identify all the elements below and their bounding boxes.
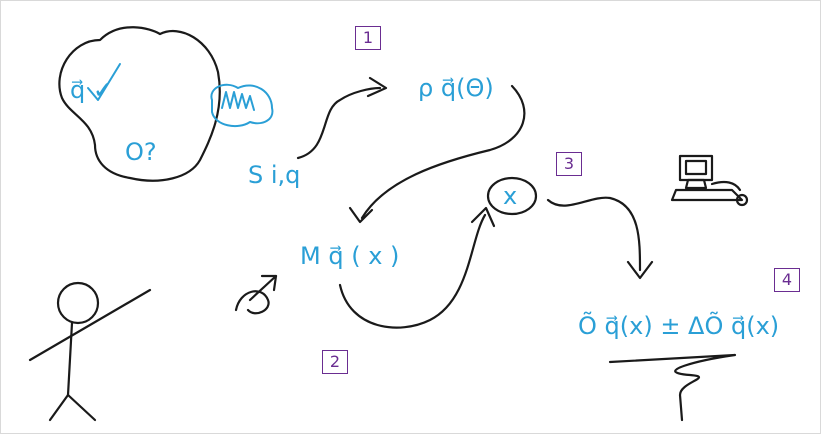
arrowhead-3 bbox=[470, 206, 496, 228]
step-number-1: 1 bbox=[362, 28, 374, 47]
checkmark-icon bbox=[87, 63, 121, 101]
computer-icon bbox=[670, 154, 749, 207]
blob-wave-lines bbox=[221, 91, 255, 111]
step-box-2: 2 bbox=[322, 350, 348, 374]
measure-label: M q⃗ ( x ) bbox=[300, 242, 399, 270]
blob-mark-label: q⃗ ✓ bbox=[70, 76, 113, 104]
step-box-4: 4 bbox=[774, 268, 800, 292]
arrow-source-to-step1 bbox=[296, 86, 382, 160]
arrow-step1-to-measure bbox=[360, 84, 526, 220]
result-underline bbox=[608, 353, 737, 422]
source-label: S i,q bbox=[248, 161, 300, 189]
blob-question-label: O? bbox=[125, 138, 157, 166]
blob-outline bbox=[58, 26, 221, 182]
step1-formula: ρ q⃗(Θ) bbox=[418, 74, 494, 102]
step-box-3: 3 bbox=[556, 152, 582, 176]
arrow-measure-to-x bbox=[338, 213, 487, 329]
x-node-label: x bbox=[503, 182, 517, 210]
arrowhead-1 bbox=[366, 76, 388, 98]
step-number-3: 3 bbox=[563, 154, 575, 173]
result-formula: Õ q⃗(x) ± ΔÕ q⃗(x) bbox=[578, 310, 779, 340]
blob-wave bbox=[210, 83, 274, 128]
x-node-circle bbox=[486, 176, 538, 216]
stick-figure-icon bbox=[28, 281, 152, 422]
step-number-4: 4 bbox=[781, 270, 793, 289]
arrow-x-to-result bbox=[546, 196, 642, 272]
step-number-2: 2 bbox=[329, 352, 341, 371]
hand-lens-icon bbox=[234, 274, 278, 315]
arrowhead-2 bbox=[348, 206, 374, 224]
step-box-1: 1 bbox=[355, 26, 381, 50]
arrowhead-4 bbox=[626, 260, 654, 280]
